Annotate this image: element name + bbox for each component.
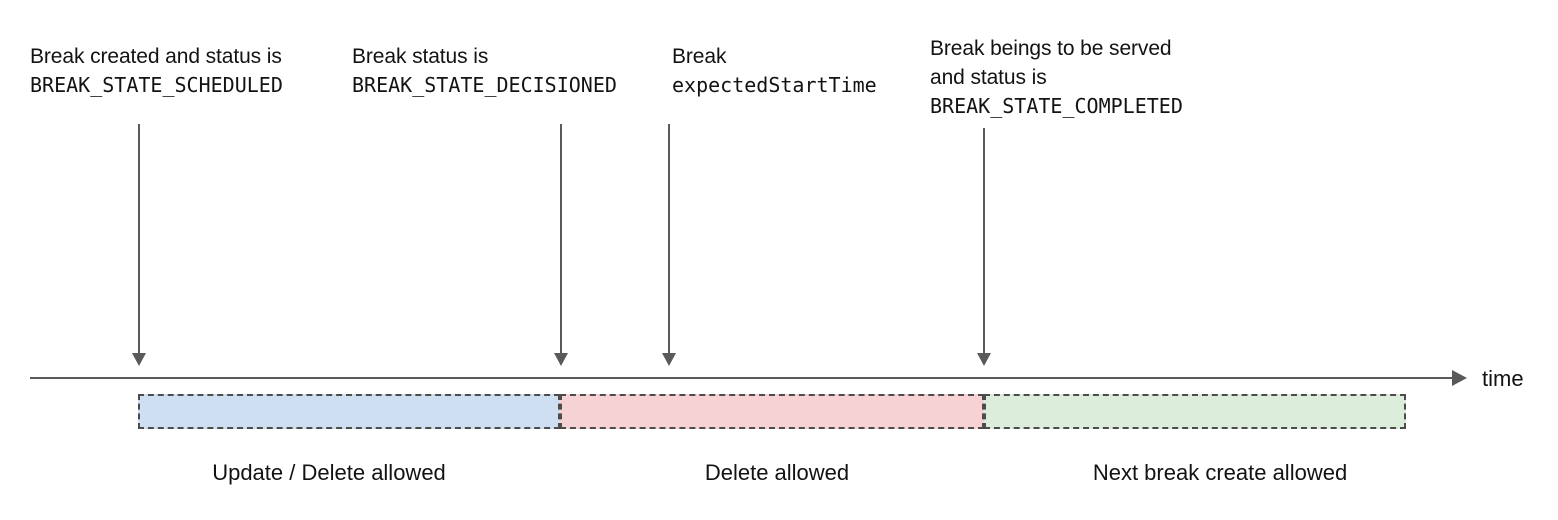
phase-completed-bar bbox=[984, 394, 1406, 429]
marker-completed bbox=[975, 128, 993, 366]
annotation-line: and status is bbox=[930, 66, 1047, 89]
annotation-line: Break status is bbox=[352, 45, 489, 68]
annotation-scheduled: Break created and status is BREAK_STATE_S… bbox=[30, 42, 283, 100]
phase-decisioned-bar bbox=[560, 394, 984, 429]
annotation-line: Break bbox=[672, 45, 727, 68]
phase-scheduled-bar bbox=[138, 394, 560, 429]
annotation-expected-start-time: Break expectedStartTime bbox=[672, 42, 877, 100]
marker-decisioned bbox=[552, 124, 570, 366]
marker-expected-start-time bbox=[660, 124, 678, 366]
annotation-line: BREAK_STATE_DECISIONED bbox=[352, 73, 617, 97]
annotation-line: Break created and status is bbox=[30, 45, 282, 68]
arrow-down-icon bbox=[977, 353, 991, 366]
phase-scheduled-caption: Update / Delete allowed bbox=[212, 460, 446, 485]
arrow-right-icon bbox=[1452, 370, 1467, 386]
marker-stem bbox=[668, 124, 670, 354]
phase-decisioned-caption: Delete allowed bbox=[704, 460, 850, 485]
annotation-decisioned: Break status is BREAK_STATE_DECISIONED bbox=[352, 42, 617, 100]
arrow-down-icon bbox=[132, 353, 146, 366]
marker-stem bbox=[560, 124, 562, 354]
marker-scheduled bbox=[130, 124, 148, 366]
annotation-line: Break beings to be served bbox=[930, 37, 1172, 60]
arrow-down-icon bbox=[554, 353, 568, 366]
time-axis-line bbox=[30, 377, 1452, 379]
time-axis-label: time bbox=[1482, 366, 1524, 391]
annotation-completed: Break beings to be served and status is BR… bbox=[930, 34, 1183, 121]
arrow-down-icon bbox=[662, 353, 676, 366]
annotation-line: expectedStartTime bbox=[672, 73, 877, 97]
annotation-line: BREAK_STATE_SCHEDULED bbox=[30, 73, 283, 97]
phase-completed-caption: Next break create allowed bbox=[1092, 460, 1348, 485]
marker-stem bbox=[138, 124, 140, 354]
annotation-line: BREAK_STATE_COMPLETED bbox=[930, 94, 1183, 118]
marker-stem bbox=[983, 128, 985, 354]
